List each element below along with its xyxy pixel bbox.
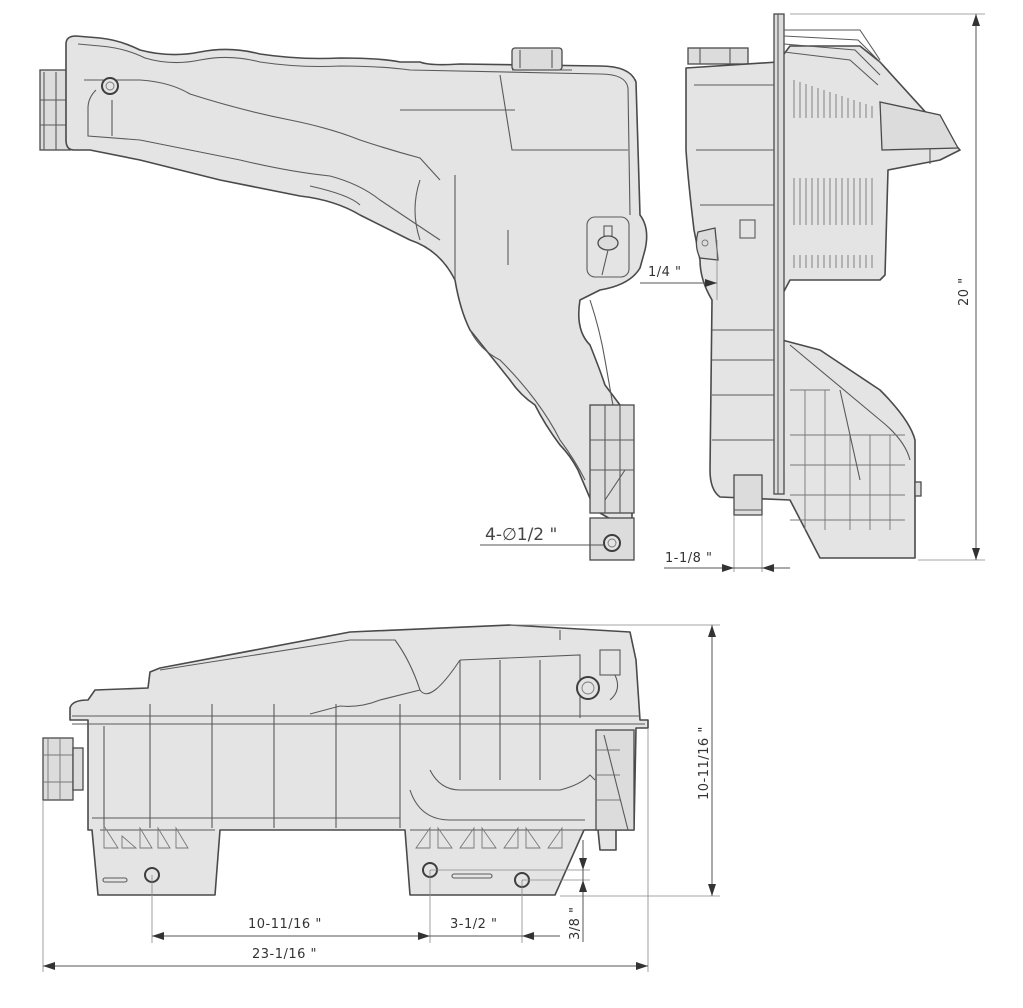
dim-label-hole-spacing-1: 10-11/16 " xyxy=(248,917,322,932)
side-view: 1/4 " 1-1/8 " 20 " xyxy=(640,13,985,572)
support-grid xyxy=(789,344,911,530)
bottom-view: 10-11/16 " 3/8 " 10-11/16 " 3-1/2 " 23-1… xyxy=(42,624,720,972)
mounting-flange xyxy=(773,13,785,495)
side-hood xyxy=(879,101,960,151)
sensor-housing xyxy=(586,216,630,278)
tank-body-bottom xyxy=(69,624,649,896)
cooling-ribs xyxy=(793,80,873,268)
side-connector xyxy=(42,737,74,801)
left-mount-bracket xyxy=(39,69,71,151)
dim-label-three-eighths: 3/8 " xyxy=(568,906,583,940)
level-sensor-connector xyxy=(597,235,619,251)
dim-label-one-eighth: 1-1/8 " xyxy=(665,551,713,566)
dim-label-height-bottom: 10-11/16 " xyxy=(697,726,712,800)
outlet-pipe xyxy=(733,474,763,516)
side-bracket-tab xyxy=(695,227,719,261)
hole-callout-label: 4-∅1/2 " xyxy=(485,525,557,545)
outlet-port xyxy=(576,676,600,700)
tank-body-front xyxy=(65,35,648,521)
dim-label-overall-width: 23-1/16 " xyxy=(252,947,317,962)
dim-label-height: 20 " xyxy=(957,277,972,306)
mount-hole xyxy=(101,77,119,95)
dim-label-quarter: 1/4 " xyxy=(648,265,682,280)
side-cap xyxy=(687,47,749,65)
left-foot xyxy=(100,824,215,883)
lower-mount-bracket xyxy=(589,404,635,514)
mount-hole xyxy=(603,534,621,552)
dim-label-hole-spacing-2: 3-1/2 " xyxy=(450,917,498,932)
front-view: 4-∅1/2 " xyxy=(39,35,648,561)
